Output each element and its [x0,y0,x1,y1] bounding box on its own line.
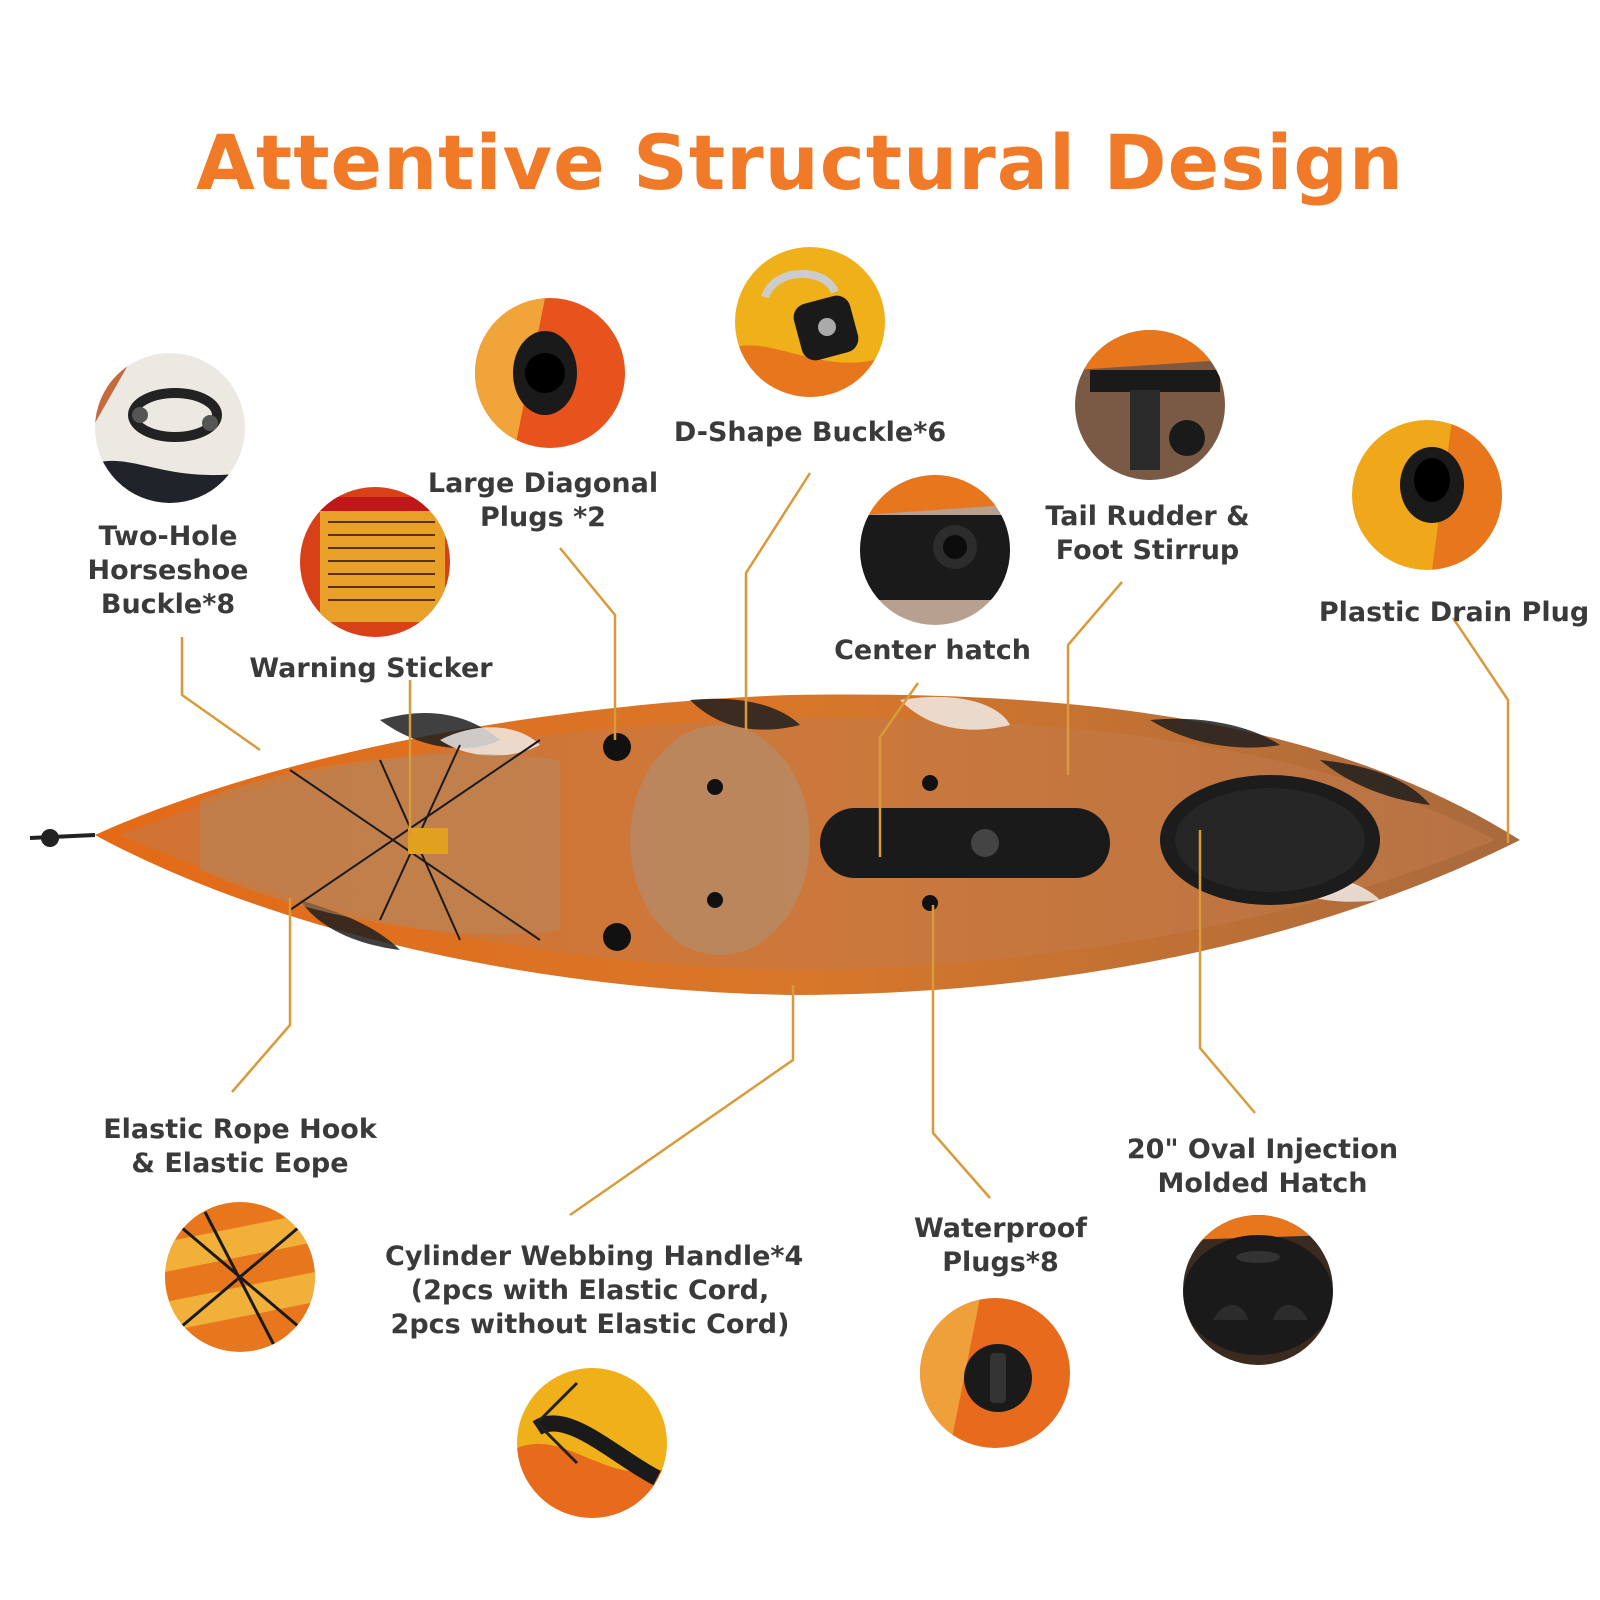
label-tail-rudder: Tail Rudder & Foot Stirrup [1045,501,1250,566]
leader-elastic [231,898,292,1093]
label-webbing-handle: Cylinder Webbing Handle*4 (2pcs with Ela… [385,1241,804,1340]
label-center-hatch: Center hatch [834,635,1031,666]
d-ring-icon [735,247,885,397]
oval-hatch-icon [1183,1215,1333,1365]
carry-handle-icon [517,1368,667,1518]
label-warning-sticker: Warning Sticker [249,653,493,684]
page-title: Attentive Structural Design [196,118,1404,207]
leader-webbing [569,985,795,1217]
horseshoe-buckle-icon [95,353,245,503]
leader-drain [1451,617,1510,843]
label-oval-hatch: 20" Oval Injection Molded Hatch [1126,1134,1399,1199]
rod-holder-plug-icon [475,298,625,448]
leader-rudder [1066,581,1123,775]
leader-oval [1198,830,1256,1114]
leader-horseshoe [180,637,261,752]
label-d-shape-buckle: D-Shape Buckle*6 [673,417,947,448]
leader-waterproof [931,905,991,1199]
leader-center [878,682,920,857]
foot-stirrup-icon [1075,330,1225,480]
waterproof-plug-icon [920,1298,1070,1448]
label-waterproof-plugs: Waterproof Plugs*8 [913,1213,1088,1278]
label-elastic-rope: Elastic Rope Hook & Elastic Eope [103,1114,377,1179]
label-diagonal-plugs: Large Diagonal Plugs *2 [427,468,659,533]
label-horseshoe-buckle: Two-Hole Horseshoe Buckle*8 [87,521,249,620]
drain-plug-icon [1352,420,1502,570]
leader-dshape [744,472,812,730]
leader-diagonal [559,547,617,740]
label-drain-plug: Plastic Drain Plug [1318,597,1590,628]
warning-sticker-icon [300,487,450,637]
center-hatch-icon [860,475,1010,625]
bungee-cord-icon [165,1202,315,1352]
